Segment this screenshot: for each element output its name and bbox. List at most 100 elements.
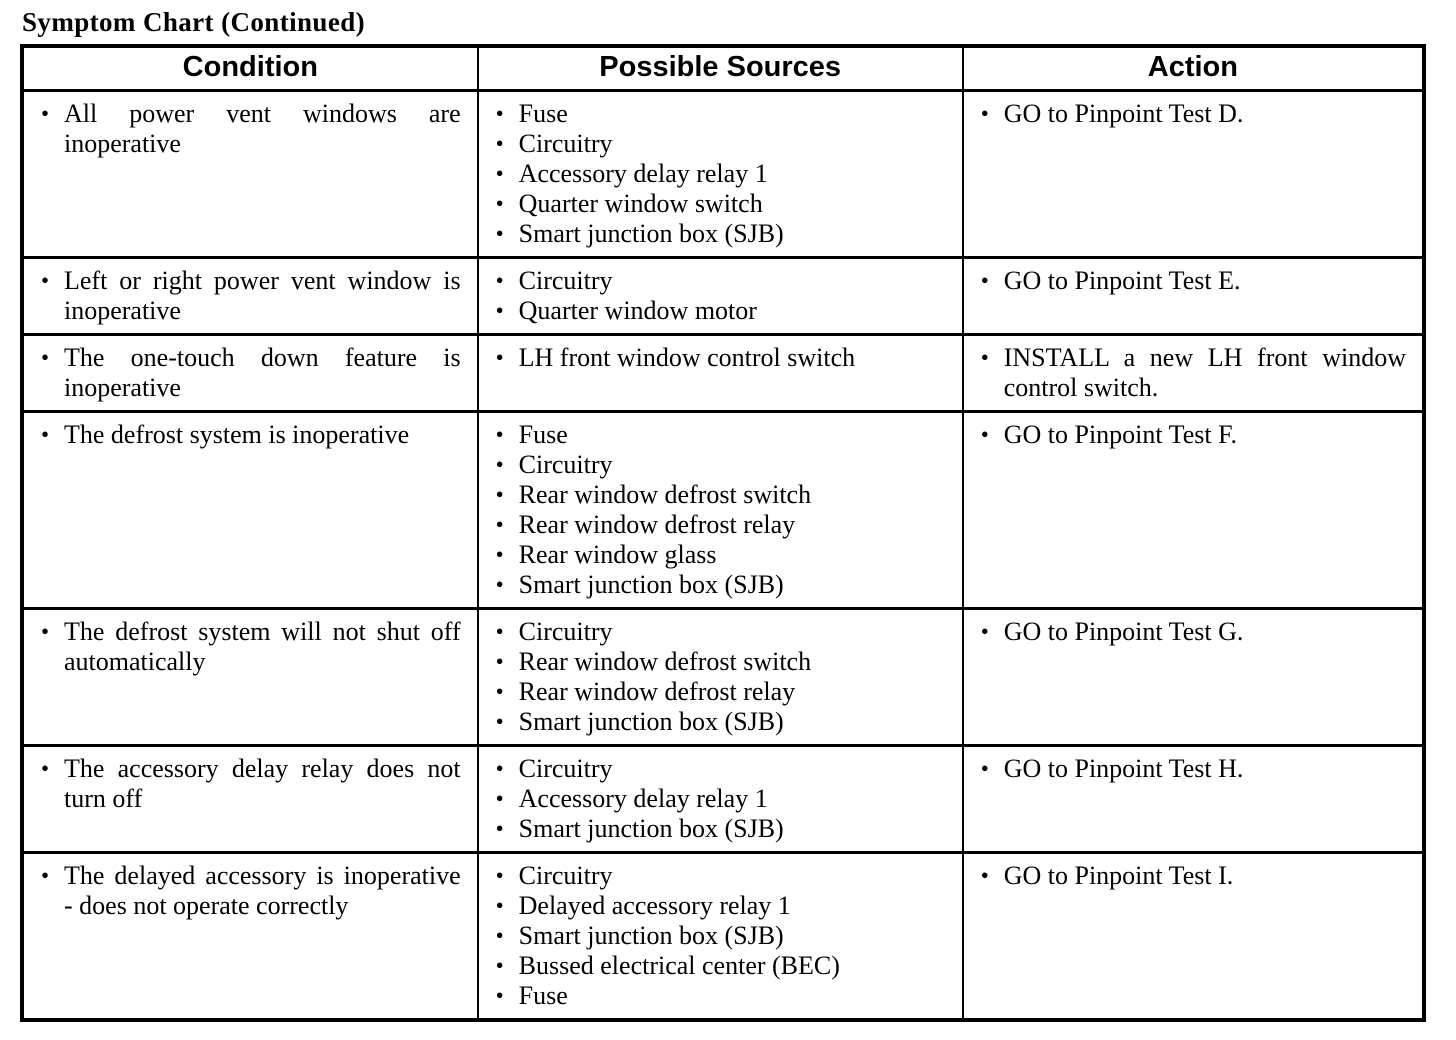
bullet-icon: • [495,131,504,156]
bullet-icon: • [41,101,50,126]
bullet-item: •The one-touch down feature is inoperati… [24,343,469,403]
bullet-item: •Smart junction box (SJB) [479,570,954,600]
bullet-icon: • [495,923,504,948]
sources-text: Quarter window switch [518,189,763,218]
cell-condition: • All power vent windows are inoperative [20,89,479,259]
sources-text: Accessory delay relay 1 [518,784,768,813]
condition-text: The accessory delay relay does not turn … [64,754,461,813]
sources-text: Smart junction box (SJB) [518,707,784,736]
cell-action: •GO to Pinpoint Test I. [961,851,1427,1022]
bullet-icon: • [980,863,989,888]
bullet-icon: • [980,756,989,781]
table-row: •All power vent windows are inoperative•… [20,89,1427,259]
bullet-item: •GO to Pinpoint Test D. [964,99,1414,129]
bullet-icon: • [495,863,504,888]
action-text: INSTALL a new LH front window control sw… [1003,343,1406,402]
sources-text: Fuse [518,99,568,128]
bullet-icon: • [495,452,504,477]
sources-text: Fuse [518,981,568,1010]
bullet-icon: • [495,649,504,674]
bullet-icon: • [495,191,504,216]
bullet-item: •LH front window control switch [479,343,954,373]
action-text: GO to Pinpoint Test E. [1003,266,1241,295]
bullet-item: • GO to Pinpoint Test E. [964,266,1414,296]
sources-text: Smart junction box (SJB) [518,219,784,248]
cell-action: • GO to Pinpoint Test E. [961,256,1427,336]
bullet-item: • Rear window glass [479,540,954,570]
header-row: Condition Possible Sources Action [20,44,1427,92]
bullet-icon: • [495,268,504,293]
sources-text: Circuitry [518,450,613,479]
bullet-icon: • [495,482,504,507]
bullet-icon: • [495,161,504,186]
bullet-icon: • [495,298,504,323]
table-row: • The delayed accessory is inoperative - … [20,851,1427,1022]
condition-text: All power vent windows are inoperative [64,99,461,158]
sources-text: Rear window glass [518,540,717,569]
bullet-icon: • [495,953,504,978]
condition-text: The defrost system is inoperative [64,420,410,449]
bullet-icon: • [495,512,504,537]
bullet-icon: • [495,893,504,918]
bullet-item: • Smart junction box (SJB) [479,219,954,249]
bullet-icon: • [980,619,989,644]
table-row: •The one-touch down feature is inoperati… [20,333,1427,413]
page-title: Symptom Chart (Continued) [22,7,366,37]
bullet-icon: • [495,756,504,781]
bullet-item: •Circuitry [479,129,954,159]
sources-text: Bussed electrical center (BEC) [518,951,840,980]
bullet-icon: • [495,679,504,704]
bullet-icon: • [495,816,504,841]
bullet-item: •Fuse [479,420,954,450]
cell-sources: •Fuse•Circuitry•Accessory delay relay 1•… [476,89,964,259]
sources-text: Circuitry [518,754,613,783]
bullet-item: •Smart junction box (SJB) [479,921,954,951]
bullet-item: • Circuitry [479,754,954,784]
bullet-icon: • [495,542,504,567]
condition-text: The delayed accessory is inoperative - d… [64,861,461,920]
bullet-icon: • [495,101,504,126]
action-text: GO to Pinpoint Test G. [1003,617,1244,646]
bullet-item: • INSTALL a new LH front window control s… [964,343,1414,403]
bullet-icon: • [41,863,50,888]
bullet-item: •Rear window defrost switch [479,480,954,510]
cell-sources: • Circuitry • Rear window defrost switch • Re… [476,607,964,747]
cell-sources: •Fuse•Circuitry•Rear window defrost swit… [476,410,964,610]
bullet-item: • All power vent windows are inoperative [24,99,469,159]
sources-text: Rear window defrost relay [518,677,796,706]
sources-text: Quarter window motor [518,296,757,325]
bullet-icon: • [41,619,50,644]
cell-action: •GO to Pinpoint Test D. [961,89,1427,259]
cell-action: • INSTALL a new LH front window control s… [961,333,1427,413]
sources-text: Rear window defrost switch [518,647,812,676]
bullet-icon: • [980,345,989,370]
bullet-icon: • [980,268,989,293]
cell-condition: •The defrost system will not shut off au… [20,607,479,747]
sources-text: Delayed accessory relay 1 [518,891,791,920]
column-header-action: Action [961,44,1427,92]
table-row: •Left or right power vent window is inop… [20,256,1427,336]
bullet-item: •GO to Pinpoint Test I. [964,861,1414,891]
bullet-item: • Circuitry [479,450,954,480]
table-body: •All power vent windows are inoperative•… [20,89,1427,1022]
bullet-icon: • [41,756,50,781]
bullet-item: • Quarter window switch [479,189,954,219]
bullet-icon: • [495,983,504,1008]
cell-sources: •LH front window control switch [476,333,964,413]
bullet-item: • Circuitry [479,266,954,296]
cell-condition: • The delayed accessory is inoperative - … [20,851,479,1022]
sources-text: Circuitry [518,617,613,646]
bullet-icon: • [495,709,504,734]
bullet-icon: • [495,221,504,246]
bullet-item: • The accessory delay relay does not turn… [24,754,469,814]
bullet-icon: • [41,345,50,370]
bullet-icon: • [41,422,50,447]
cell-condition: •The one-touch down feature is inoperati… [20,333,479,413]
bullet-item: • GO to Pinpoint Test G. [964,617,1414,647]
action-text: GO to Pinpoint Test F. [1003,420,1237,449]
sources-text: Circuitry [518,266,613,295]
column-header-condition: Condition [20,44,479,92]
symptom-chart-table: Condition Possible Sources Action • All p… [20,44,1427,1022]
cell-sources: • Circuitry • Quarter window motor [476,256,964,336]
bullet-item: •Left or right power vent window is inop… [24,266,469,326]
